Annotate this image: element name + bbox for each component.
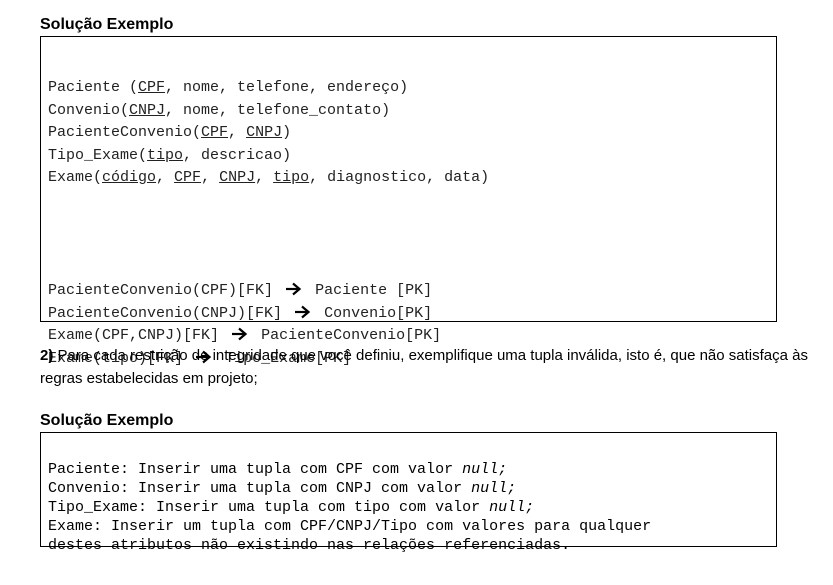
schema-text: PacienteConvenio( [48, 124, 202, 141]
key-attribute: CPF [174, 169, 202, 186]
key-attribute: CPF [201, 124, 229, 141]
schema-line: PacienteConvenio(CPF, CNPJ) [48, 122, 776, 145]
schema-text: , nome, telefone_contato) [165, 101, 391, 119]
null-value: null; [471, 480, 517, 497]
fk-source: PacienteConvenio(CNPJ)[FK] [48, 304, 283, 322]
tuple-text: Tipo_Exame: Inserir uma tupla com tipo c… [48, 499, 490, 516]
schema-list: Paciente (CPF, nome, telefone, endereço)… [48, 77, 776, 190]
fk-source: PacienteConvenio(CPF)[FK] [48, 282, 274, 299]
arrow-right-icon [195, 350, 213, 364]
question-number: 2) [40, 347, 54, 364]
invalid-tuple-line: Convenio: Inserir uma tupla com CNPJ com… [48, 479, 776, 498]
fk-target: Convenio[PK] [324, 304, 433, 322]
tuple-text: Convenio: Inserir uma tupla com CNPJ com… [48, 480, 472, 497]
schema-text: , [156, 169, 175, 186]
tuple-text: Paciente: Inserir uma tupla com CPF com … [48, 461, 463, 478]
fk-target: PacienteConvenio[PK] [261, 327, 442, 344]
fk-line: PacienteConvenio(CNPJ)[FK] Convenio[PK] [48, 303, 776, 326]
invalid-tuple-line: Tipo_Exame: Inserir uma tupla com tipo c… [48, 498, 776, 517]
schema-line: Paciente (CPF, nome, telefone, endereço) [48, 77, 776, 100]
schema-text: Convenio( [48, 101, 130, 119]
schema-text: , diagnostico, data) [309, 169, 490, 186]
fk-source: Exame(CPF,CNPJ)[FK] [48, 327, 220, 344]
invalid-tuple-line: Paciente: Inserir uma tupla com CPF com … [48, 460, 776, 479]
foreign-key-list: PacienteConvenio(CPF)[FK] Paciente [PK]P… [48, 280, 776, 370]
key-attribute: código [102, 169, 157, 186]
tuple-text: Exame: Inserir um tupla com CPF/CNPJ/Tip… [48, 518, 652, 535]
schema-line: Convenio(CNPJ, nome, telefone_contato) [48, 100, 776, 123]
schema-line: Tipo_Exame(tipo, descricao) [48, 145, 776, 168]
schema-text: Paciente ( [48, 79, 139, 96]
invalid-tuples-box: Paciente: Inserir uma tupla com CPF com … [40, 432, 777, 554]
key-attribute: tipo [147, 146, 184, 164]
schema-text: ) [282, 124, 292, 141]
schema-line: Exame(código, CPF, CNPJ, tipo, diagnosti… [48, 167, 776, 190]
null-value: null; [462, 461, 508, 478]
schema-text: , [228, 124, 247, 141]
arrow-right-icon [231, 327, 249, 341]
question-2: 2) Para cada restrição de integridade qu… [40, 344, 820, 390]
schema-text: Tipo_Exame( [48, 146, 148, 164]
question-text: Para cada restrição de integridade que v… [40, 347, 808, 387]
schema-text: , [201, 169, 220, 186]
fk-line: Exame(CPF,CNPJ)[FK] PacienteConvenio[PK] [48, 325, 776, 348]
invalid-tuple-line: destes atributos não existindo nas relaç… [48, 536, 776, 555]
schema-text: , nome, telefone, endereço) [165, 79, 409, 96]
arrow-right-icon [285, 282, 303, 296]
tuple-text: destes atributos não existindo nas relaç… [48, 537, 571, 554]
key-attribute: CNPJ [219, 169, 256, 186]
null-value: null; [489, 499, 535, 516]
fk-target: Tipo_Exame[PK] [225, 349, 352, 367]
fk-source: Exame(tipo)[FK] [48, 349, 184, 367]
schema-text: , [255, 169, 274, 186]
key-attribute: CNPJ [246, 124, 283, 141]
invalid-tuple-line: Exame: Inserir um tupla com CPF/CNPJ/Tip… [48, 517, 776, 536]
schema-text: Exame( [48, 169, 103, 186]
solution-heading-1: Solução Exemplo [40, 16, 174, 33]
fk-line: PacienteConvenio(CPF)[FK] Paciente [PK] [48, 280, 776, 303]
key-attribute: CNPJ [129, 101, 166, 119]
schema-box: Paciente (CPF, nome, telefone, endereço)… [40, 36, 777, 367]
solution-heading-2: Solução Exemplo [40, 412, 174, 429]
key-attribute: CPF [138, 79, 166, 96]
schema-text: , descricao) [183, 146, 292, 164]
fk-target: Paciente [PK] [315, 282, 433, 299]
key-attribute: tipo [273, 169, 310, 186]
fk-line: Exame(tipo)[FK] Tipo_Exame[PK] [48, 348, 776, 371]
arrow-right-icon [294, 305, 312, 319]
